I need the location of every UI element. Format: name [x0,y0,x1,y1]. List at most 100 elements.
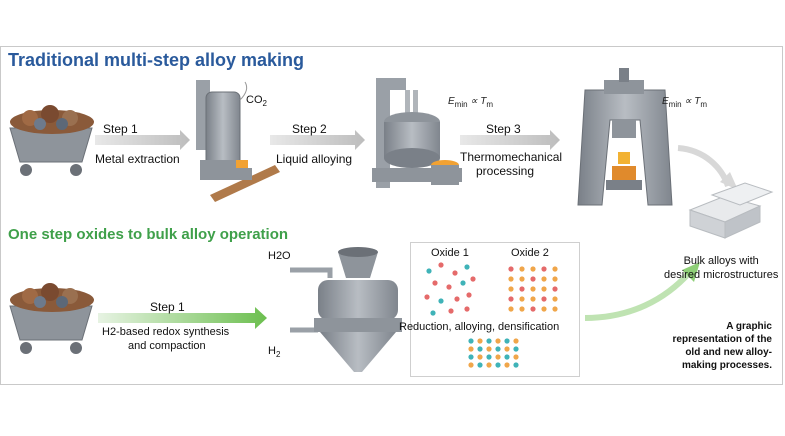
oxide-dot [504,346,510,352]
oxide-dot [477,338,483,344]
oxide-dot [495,338,501,344]
arrow-step3 [460,130,560,150]
oxide-dot [495,362,501,368]
oxide-dot [513,354,519,360]
h2-label: H2 [268,345,281,360]
oxide-dot [508,276,514,282]
oxide-dot [541,306,547,312]
oxide-dot [552,286,558,292]
oxide-dot [468,338,474,344]
oxide-dot [508,266,514,272]
title-onestep: One step oxides to bulk alloy operation [8,226,289,243]
oxide-dot [468,362,474,368]
energy-label-2: Emin ∝ Tm [662,96,708,109]
liquid-alloying-furnace-icon [372,78,462,188]
step2-label: Step 2 [292,122,327,136]
oxide-dot [448,308,454,314]
forging-press-icon [577,68,673,206]
h2o-label: H2O [268,250,291,262]
oxide-dots [424,262,558,368]
arrow-to-product [677,145,731,188]
ore-cart-top-icon [9,105,94,176]
oxide-dot [530,296,536,302]
step1-desc: Metal extraction [95,152,180,166]
oxide-dot [454,296,460,302]
arrow-onestep [98,307,267,329]
onestep-step-label: Step 1 [150,300,185,314]
oxide-panel: Oxide 1 Oxide 2 Reduction, alloying, den… [399,242,580,377]
oxide-dot [552,276,558,282]
step2-desc: Liquid alloying [276,152,353,166]
oxide-dot [495,346,501,352]
oxide-dot [530,276,536,282]
oxide-dot [504,362,510,368]
oxide-dot [438,262,444,268]
oxide-dot [508,296,514,302]
oxide2-label: Oxide 2 [511,247,549,259]
oxide-dot [508,306,514,312]
oxide-dot [519,276,525,282]
oxide-dot [464,306,470,312]
oxide-dot [519,296,525,302]
oxide-dot [486,346,492,352]
oxide-dot [424,294,430,300]
oxide-dot [552,266,558,272]
oxide-dot [513,362,519,368]
title-traditional: Traditional multi-step alloy making [8,50,305,70]
oxide-dot [486,362,492,368]
onestep-desc-line2: and compaction [128,340,206,352]
oxide-dot [477,362,483,368]
oxide-dot [477,346,483,352]
oxide-dot [519,306,525,312]
bulk-alloy-ingots-icon [688,182,774,239]
oxide-dot [519,286,525,292]
oxide-dot [513,338,519,344]
oxide-dot [530,286,536,292]
oxide-dot [504,354,510,360]
oxide-dot [530,266,536,272]
oxide-dot [541,266,547,272]
oxide-dot [477,354,483,360]
oxide-dot [452,270,458,276]
oxide-dot [552,306,558,312]
oxide-dot [426,268,432,274]
h2-reactor-icon [290,247,402,372]
energy-label-1: Emin ∝ Tm [448,96,494,109]
oxide-dot [470,276,476,282]
oxide-dot [438,298,444,304]
oxide-dot [513,346,519,352]
oxide-dot [541,296,547,302]
oxide-dot [486,338,492,344]
oxide-dot [432,280,438,286]
arrow-to-product-green [584,270,693,321]
co2-label: CO2 [246,94,267,109]
oxide-dot [460,280,466,286]
arrow-step2 [270,130,365,150]
step1-label: Step 1 [103,122,138,136]
oxide-dot [486,354,492,360]
oxide-dot [530,306,536,312]
oxide-dot [468,346,474,352]
oxide-dot [495,354,501,360]
oxide1-label: Oxide 1 [431,247,469,259]
oxide-dot [508,286,514,292]
oxide-dot [519,266,525,272]
oxide-dot [541,276,547,282]
oxide-dot [541,286,547,292]
oxide-dot [552,296,558,302]
onestep-desc-line1: H2-based redox synthesis [102,326,230,338]
oxide-dot [468,354,474,360]
arrow-step1 [95,130,190,150]
step3-desc: Thermomechanical processing [460,150,563,178]
ore-cart-bottom-icon [9,283,94,354]
oxide-dot [430,310,436,316]
oxide-dot [464,264,470,270]
oxide-dot [446,284,452,290]
oxide-dot [504,338,510,344]
step3-label: Step 3 [486,122,521,136]
blast-furnace-icon [196,80,280,202]
oxide-dot [466,292,472,298]
